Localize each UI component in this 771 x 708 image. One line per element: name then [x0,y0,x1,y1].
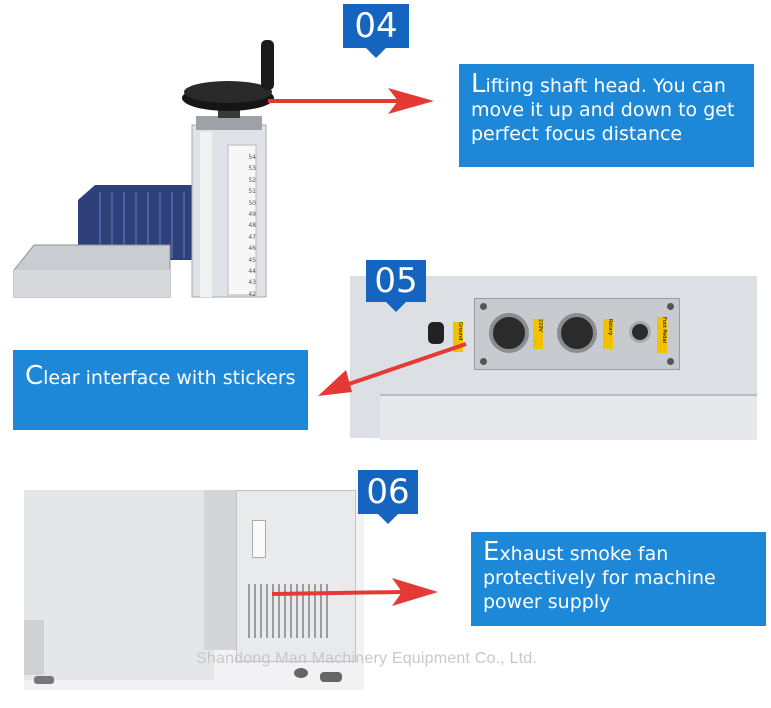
scale-tick-label: 51 [248,188,256,196]
callout-06-initial: E [483,537,500,567]
scale-tick-label: 53 [248,165,256,173]
watermark-text: Shandong Man Machinery Equipment Co., Lt… [196,650,538,667]
scale-ticks: 54 53 52 51 50 49 48 47 46 45 44 43 42 [240,152,256,300]
callout-04-text: ifting shaft head. You can move it up an… [471,75,735,145]
badge-06: 06 [358,470,418,524]
foot-pedal-connector [629,321,651,343]
callout-06-text: xhaust smoke fan protectively for machin… [483,543,716,613]
connector-plate: 220V Rotary Foot Pedal [474,298,680,370]
scale-tick-label: 45 [248,256,256,264]
badge-04: 04 [343,4,409,58]
badge-05: 05 [366,260,426,312]
220v-connector [489,313,529,353]
label-foot-pedal: Foot Pedal [657,317,667,353]
label-220v: 220V [533,319,543,349]
label-ground: Ground [453,322,463,352]
callout-05-initial: C [25,361,44,391]
scale-tick-label: 54 [248,154,256,161]
scale-tick-label: 44 [248,268,256,276]
scale-tick-label: 42 [248,290,256,298]
arrow-05 [318,342,467,396]
callout-04: Lifting shaft head. You can move it up a… [459,64,754,167]
arrow-06 [272,578,438,606]
scale-tick-label: 47 [248,233,256,241]
scale-tick-label: 50 [248,199,256,207]
lifting-shaft-illustration [13,40,274,298]
ground-post [428,322,444,344]
callout-04-initial: L [471,69,486,99]
connector-panel-photo: 220V Rotary Foot Pedal Ground [350,276,757,440]
label-rotary: Rotary [603,319,613,349]
callout-05: Clear interface with stickers [13,350,308,430]
rotary-connector [557,313,597,353]
scale-tick-label: 48 [248,222,256,230]
scale-tick-label: 43 [248,279,256,287]
callout-05-text: lear interface with stickers [43,367,296,389]
scale-tick-label: 52 [248,176,256,184]
scale-tick-label: 49 [248,211,256,219]
scale-tick-label: 46 [248,245,256,253]
callout-06: Exhaust smoke fan protectively for machi… [471,532,766,626]
arrow-04 [268,88,434,114]
